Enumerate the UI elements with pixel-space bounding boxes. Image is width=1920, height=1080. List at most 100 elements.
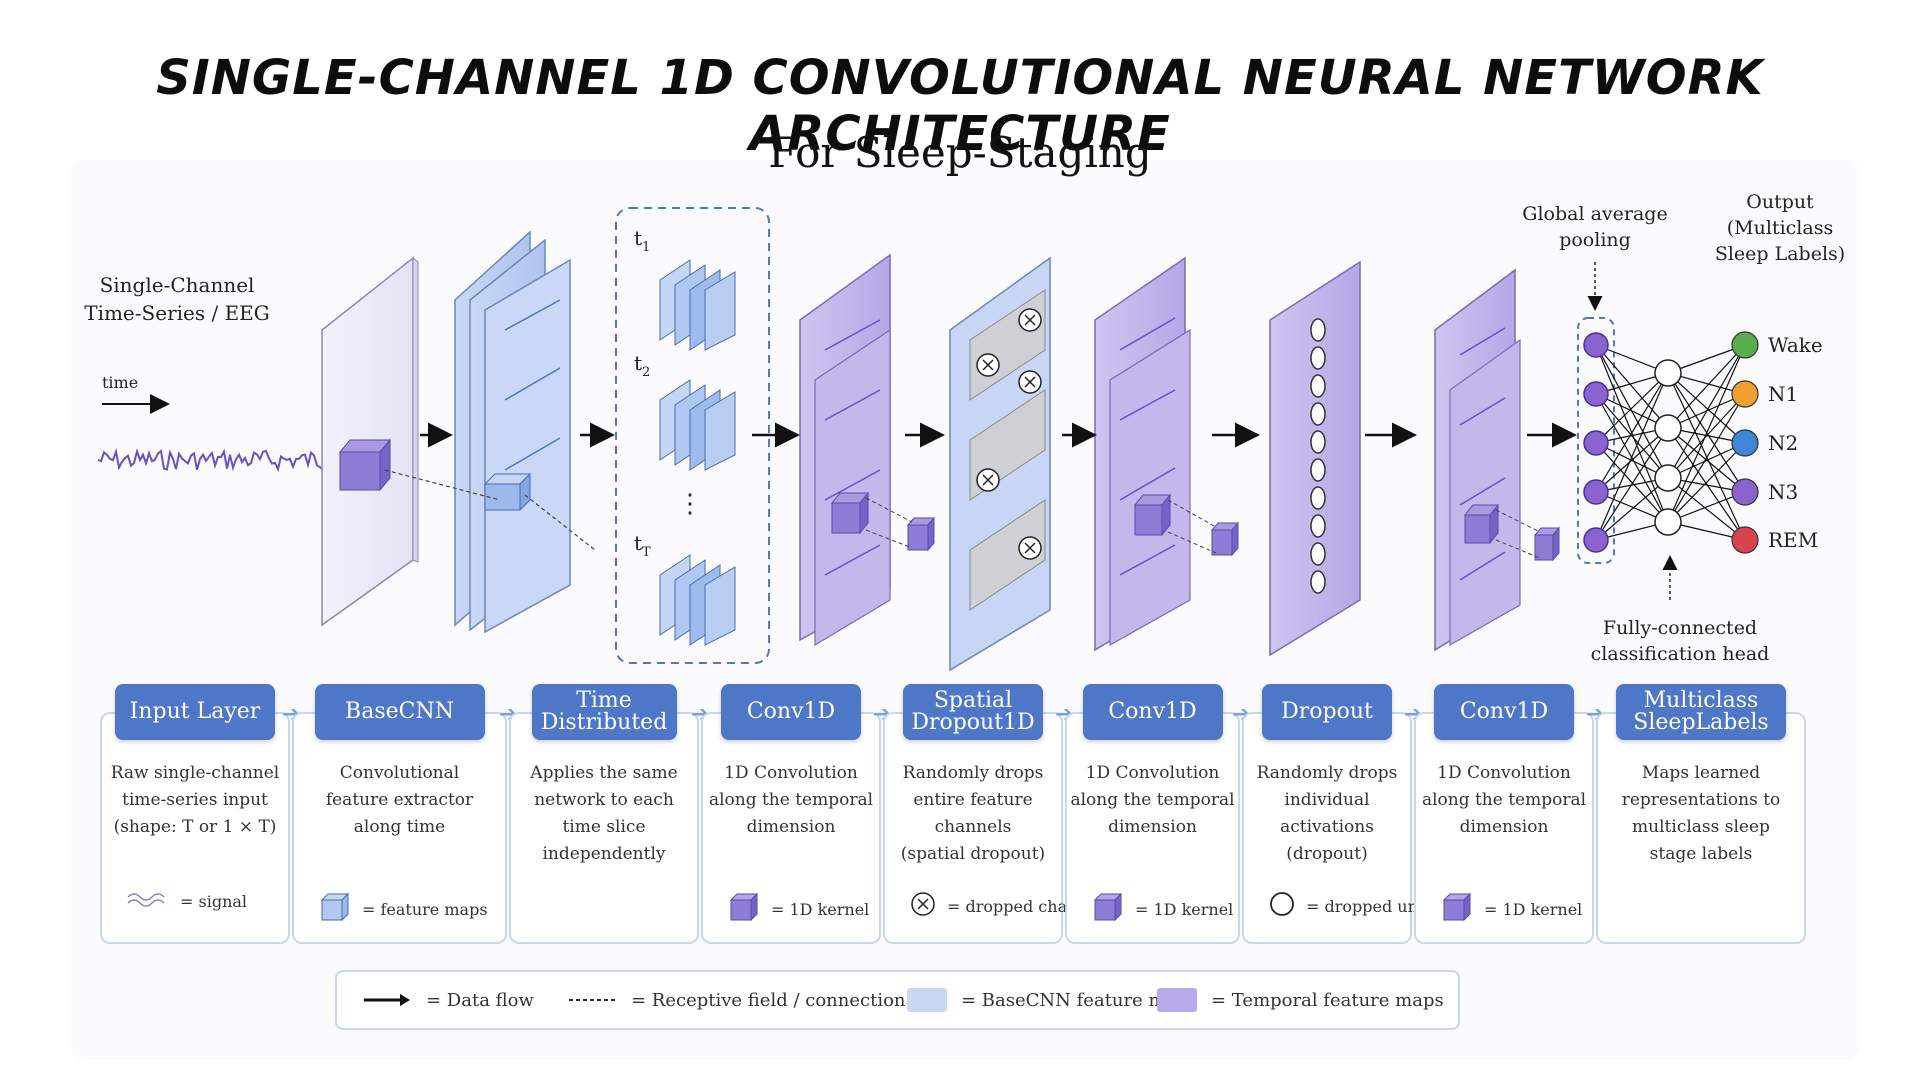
fc-connection xyxy=(1667,393,1746,523)
arrow-icon xyxy=(364,994,410,1006)
conv1d-kernel-3 xyxy=(1463,503,1561,562)
layer-legend: = 1D kernel xyxy=(727,890,869,928)
layer-card xyxy=(100,712,290,944)
fc-connection xyxy=(1595,442,1669,523)
time-distributed-box xyxy=(615,207,770,664)
layer-legend-label: = 1D kernel xyxy=(771,899,870,919)
gap-label-line2: pooling xyxy=(1559,229,1631,251)
fc-connection xyxy=(1595,427,1669,541)
fc-connection xyxy=(1667,344,1746,429)
dropped-unit-icon xyxy=(1310,458,1326,482)
layer-name-pill: Multiclass SleepLabels xyxy=(1616,684,1786,740)
legend-temporal-label: = Temporal feature maps xyxy=(1211,989,1444,1011)
fc-connection xyxy=(1595,372,1669,444)
output-class-label: N1 xyxy=(1768,382,1798,406)
time-step-2: t2 xyxy=(634,351,650,380)
layer-name-pill: BaseCNN xyxy=(314,684,485,740)
input-label-line2: Time-Series / EEG xyxy=(84,301,270,325)
legend-receptive: = Receptive field / connection xyxy=(567,972,906,1028)
layer-name-pill: Conv1D xyxy=(1082,684,1223,740)
fc-label-line2: classification head xyxy=(1591,643,1770,665)
fc-connection xyxy=(1667,442,1746,479)
layer-description: Maps learned representations to multicla… xyxy=(1621,763,1781,864)
layer-description: Applies the same network to each time sl… xyxy=(530,763,678,864)
output-node-n2 xyxy=(1731,429,1759,457)
basecnn-kernel-cube xyxy=(483,472,532,512)
fc-connection xyxy=(1667,372,1746,541)
output-label-line2: (Multiclass xyxy=(1727,217,1833,239)
layer-legend: = dropped channel xyxy=(909,890,1102,922)
layer-legend: = feature maps xyxy=(318,890,488,928)
kernel-icon xyxy=(1440,890,1474,928)
fc-connection xyxy=(1667,393,1746,479)
hidden-node xyxy=(1654,464,1682,492)
dropped-channel-icon xyxy=(1018,308,1042,332)
dropped-unit-icon xyxy=(1310,542,1326,566)
time-step-1: t1 xyxy=(634,226,650,255)
output-node-rem xyxy=(1731,526,1759,554)
fc-connection xyxy=(1595,372,1669,541)
conv1d-block-1 xyxy=(799,253,891,647)
input-kernel-cube xyxy=(338,438,392,492)
output-class-label: Wake xyxy=(1768,333,1823,357)
gap-node xyxy=(1583,430,1609,456)
layer-legend: = 1D kernel xyxy=(1440,890,1582,928)
layer-legend: = 1D kernel xyxy=(1091,890,1233,928)
layer-name-pill: Dropout xyxy=(1262,684,1392,740)
layer-name-pill: Input Layer xyxy=(115,684,275,740)
fc-connection xyxy=(1595,372,1669,493)
time-label: time xyxy=(102,373,138,392)
dropped-unit-icon xyxy=(1310,374,1326,398)
dropped-channel-icon xyxy=(976,468,1000,492)
fc-label-line1: Fully-connected xyxy=(1603,617,1757,639)
temporal-swatch-icon xyxy=(1157,988,1197,1012)
basecnn-swatch-icon xyxy=(907,988,947,1012)
layer-legend-label: = signal xyxy=(180,891,248,911)
gap-label-line1: Global average xyxy=(1522,203,1667,225)
layer-description: 1D Convolution along the temporal dimens… xyxy=(1421,763,1587,837)
time-slice-stack-1 xyxy=(659,259,736,351)
layer-legend-label: = dropped channel xyxy=(947,896,1103,916)
output-label-line3: Sleep Labels) xyxy=(1715,243,1845,265)
layer-legend-label: = 1D kernel xyxy=(1484,899,1583,919)
layer-legend-label: = 1D kernel xyxy=(1135,899,1234,919)
receptive-line-2 xyxy=(524,494,596,551)
dashed-line-icon xyxy=(569,999,615,1001)
output-label-line1: Output xyxy=(1746,191,1814,213)
dropped-unit-icon xyxy=(1310,514,1326,538)
fc-connection xyxy=(1595,427,1669,493)
output-class-label: REM xyxy=(1768,528,1818,552)
layer-description: 1D Convolution along the temporal dimens… xyxy=(708,763,874,837)
time-slice-stack-T xyxy=(659,554,736,646)
fc-connection xyxy=(1667,372,1746,444)
time-step-T: tT xyxy=(634,531,651,560)
layer-card xyxy=(1596,712,1806,944)
legend-basecnn-maps: = BaseCNN feature maps xyxy=(907,972,1197,1028)
input-label-line1: Single-Channel xyxy=(100,273,255,297)
dropped-unit-icon xyxy=(1310,402,1326,426)
gap-node xyxy=(1583,479,1609,505)
fc-connection xyxy=(1667,491,1746,523)
legend-bar: = Data flow = Receptive field / connecti… xyxy=(335,970,1460,1030)
hidden-node xyxy=(1654,359,1682,387)
hidden-node xyxy=(1654,508,1682,536)
fc-connection xyxy=(1667,344,1746,479)
output-node-n3 xyxy=(1731,478,1759,506)
time-slice-stack-2 xyxy=(659,379,736,471)
dropped-unit-icon xyxy=(1310,346,1326,370)
layer-description: Randomly drops entire feature channels (… xyxy=(900,763,1046,864)
dropped-unit-icon xyxy=(1310,318,1326,342)
gap-box xyxy=(1577,317,1615,564)
ellipsis: ⋮ xyxy=(677,489,703,519)
dropped-channel-icon xyxy=(1018,370,1042,394)
layer-name-pill: Spatial Dropout1D xyxy=(903,684,1043,740)
dropped-unit-icon xyxy=(1310,430,1326,454)
fc-connection xyxy=(1667,344,1746,523)
conv1d-kernel-1 xyxy=(830,491,936,552)
gap-node xyxy=(1583,527,1609,553)
layer-description: Convolutional feature extractor along ti… xyxy=(325,763,474,837)
layer-name-pill: Time Distributed xyxy=(531,684,677,740)
legend-data-flow-label: = Data flow xyxy=(426,989,534,1011)
kernel-icon xyxy=(727,890,761,928)
